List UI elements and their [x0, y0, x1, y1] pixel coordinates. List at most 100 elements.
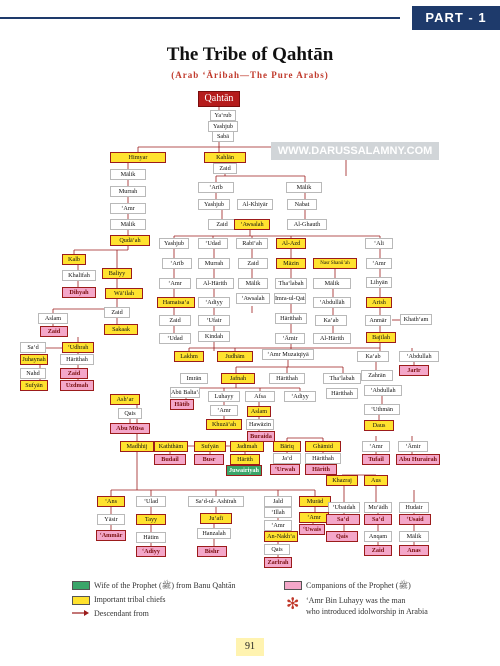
tree-node-adiyy1: ‘Adiyy: [198, 297, 230, 308]
legend-arrow-icon: [72, 610, 89, 616]
tree-node-malik6: Mālik: [399, 531, 429, 542]
tree-node-nabat: Nabat: [287, 199, 317, 210]
tree-node-harithah4: Hārithah: [326, 388, 358, 399]
tree-node-sadal: Sa‘d-ul- Ashīrah: [188, 496, 244, 507]
tree-node-alkhiyar: Al-Khiyār: [237, 199, 273, 210]
tree-node-adiyy3: ‘Adiyy: [136, 546, 166, 557]
tree-node-daus: Daus: [364, 420, 394, 431]
tree-node-hanzalah: Hanzalah: [197, 528, 231, 539]
tree-node-yasir: Yāsir: [97, 514, 125, 525]
tree-node-abumusa: Abu Mūsa: [110, 423, 150, 434]
tree-node-kalb: Kalb: [62, 254, 86, 265]
tree-node-arish: Arish: [366, 297, 392, 308]
tree-node-lakhm: Lakhm: [174, 351, 204, 362]
tree-node-imran: Imrān: [180, 373, 208, 384]
tree-node-sufyan2: Sufyān: [194, 441, 226, 452]
tree-node-tayy: Tayy: [136, 514, 166, 525]
tree-node-zaid8: Zaid: [364, 545, 392, 556]
tree-node-khalifah: Khalīfah: [62, 270, 96, 281]
tree-node-udad2: ‘Udad: [159, 333, 191, 344]
tree-node-sad2: Sa‘d: [364, 514, 392, 525]
tree-node-aslam2: Aslam: [247, 406, 271, 417]
tree-node-saba: Sabā: [212, 131, 234, 142]
tree-node-zaid3: Zaid: [238, 258, 268, 269]
tree-node-amr1: ‘Amr: [110, 203, 146, 214]
tree-node-afsa: Afsa: [245, 391, 275, 402]
tree-node-murad: Murād: [299, 496, 331, 507]
tree-node-malik1: Mālik: [110, 169, 146, 180]
tree-node-zaid7: Zaid: [60, 368, 88, 379]
tree-node-ubaidah: ‘Ubaidah: [328, 502, 360, 513]
legend-companion-swatch: [284, 581, 302, 590]
tree-node-hatib: Hātib: [170, 399, 194, 410]
tree-node-sufyan: Sufyān: [20, 380, 48, 391]
tree-node-qais2: Qais: [326, 531, 358, 542]
tree-node-malik3: Mālik: [286, 182, 322, 193]
tree-node-amr4: ‘Amr: [210, 405, 238, 416]
tree-node-zarlrah: Zarlrah: [264, 557, 292, 568]
tree-node-kaththam: Kaththām: [154, 441, 188, 452]
tree-node-yashjub2: Yashjub: [198, 199, 230, 210]
tree-node-amir2: ‘Āmir: [398, 441, 428, 452]
part-badge: PART - 1: [412, 6, 500, 30]
tree-node-budail: Budail: [154, 454, 186, 465]
tree-node-khuzaah: Khuzā‘ah: [206, 419, 242, 430]
tree-node-abuhurairah: Abu Hurairah: [396, 454, 440, 465]
tree-node-hudair: Hudair: [399, 502, 429, 513]
tree-node-harith: Hārith: [230, 454, 260, 465]
page-number: 91: [236, 638, 264, 656]
tree-node-malik2: Mālik: [110, 219, 146, 230]
tree-node-bajilah: Bajīlah: [366, 332, 396, 343]
part-header: PART - 1: [0, 6, 500, 30]
tree-node-jald: Jald: [264, 496, 292, 507]
page-subtitle: (Arab ‘Āribah—The Pure Arabs): [171, 70, 329, 80]
tree-node-alghauth: Al-Ghauth: [287, 219, 327, 230]
tree-node-dihyah: Dihyah: [62, 287, 96, 298]
tree-node-awsalah: ‘Awsalah: [234, 219, 270, 230]
tree-node-busr: Busr: [194, 454, 224, 465]
tree-node-zaid6: Zaid: [159, 315, 191, 326]
tree-node-abdullah1: ‘Abdullāh: [313, 297, 351, 308]
asterisk-icon: ✻: [286, 594, 300, 613]
tree-node-qais: Qais: [118, 408, 142, 419]
tree-node-abdullah3: ‘Abdullah: [364, 385, 402, 396]
tree-node-uthman: ‘Uthmān: [364, 404, 400, 415]
page-title: The Tribe of Qahtān: [166, 44, 334, 65]
tree-node-himyar: Himyar: [110, 152, 166, 163]
tree-node-amr2: ‘Amr: [366, 258, 392, 269]
tree-node-ans: ‘Ans: [97, 496, 125, 507]
tree-node-khatham: Khath‘am: [400, 314, 432, 325]
tree-node-murrah2: Murrah: [198, 258, 230, 269]
tree-node-zaid2: Zaid: [208, 219, 236, 230]
tree-node-ali: ‘Ali: [365, 238, 393, 249]
tree-node-ashar: Ash‘ar: [110, 394, 140, 405]
tree-node-amr3: ‘Amr: [159, 278, 191, 289]
tree-node-imranqais: Imra-ul-Qais: [274, 293, 306, 304]
tree-node-illah: ‘Illah: [264, 507, 292, 518]
tree-node-tufail: Tufail: [362, 454, 390, 465]
legend-companion-label: Companions of the Prophet (ﷺ): [306, 581, 411, 590]
legend-wife-label: Wife of the Prophet (ﷺ) from Banu Qahtān: [94, 581, 236, 590]
tree-node-amir1: ‘Āmir: [275, 333, 305, 344]
tree-node-usaid: ‘Usaid: [399, 514, 431, 525]
tree-node-harithah5: Hārithah: [305, 453, 341, 464]
tree-node-nahd: Nahd: [20, 368, 46, 379]
tree-node-thalabah2: Tha‘labah: [323, 373, 361, 384]
tree-node-amr6: ‘Amr: [299, 512, 329, 523]
tree-node-alharith1: Al-Hārith: [196, 278, 234, 289]
tree-node-bariq: Bāriq: [273, 441, 301, 452]
tree-node-yashjub3: Yashjub: [159, 238, 189, 249]
tree-node-thalabah1: Tha‘labah: [275, 278, 307, 289]
header-rule: [0, 17, 400, 19]
tree-node-kaab1: Ka‘ab: [315, 315, 347, 326]
tree-node-jadimah: Jadimah: [230, 441, 264, 452]
tree-node-uwais: ‘Uwais: [299, 524, 325, 535]
tree-node-jafnah: Jafnah: [221, 373, 255, 384]
tree-node-qahtan: Qahtān: [198, 91, 240, 107]
tree-node-alazd: Al-Azd: [276, 238, 306, 249]
tree-node-anas: Anas: [399, 545, 429, 556]
tree-node-zahran: Zahrān: [361, 370, 393, 381]
tree-node-abdullah2: ‘Abdullah: [399, 351, 439, 362]
tree-node-anqam: Anqam: [364, 531, 392, 542]
legend-chief-label: Important tribal chiefs: [94, 595, 166, 604]
